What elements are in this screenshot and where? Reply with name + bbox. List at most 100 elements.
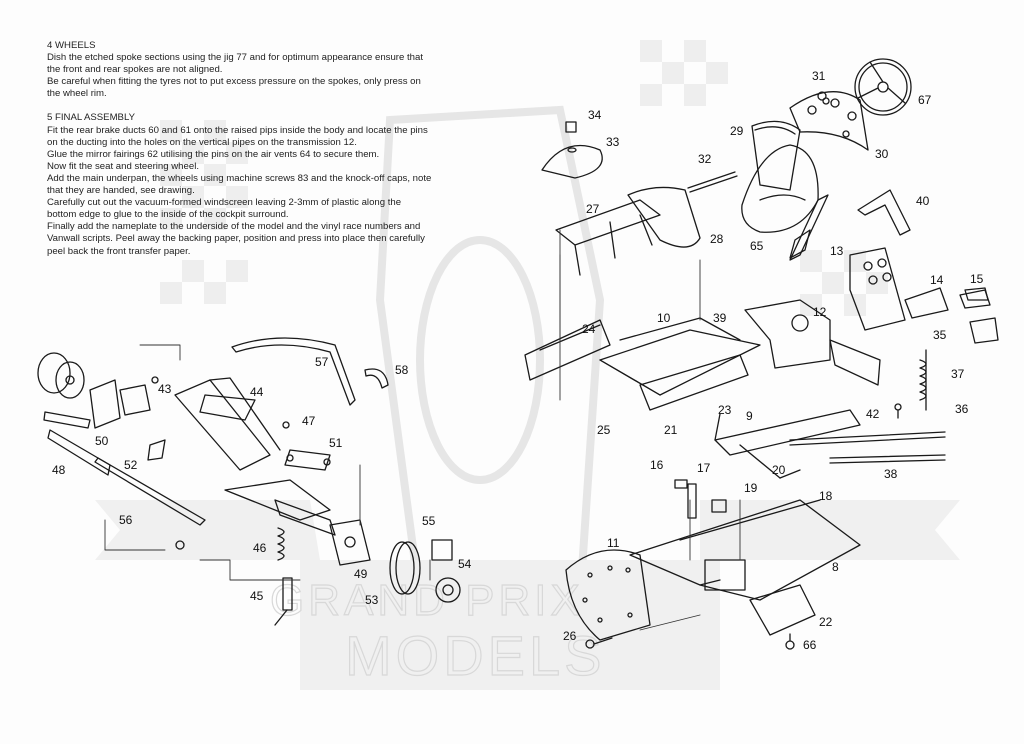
part-number: 20 bbox=[772, 463, 786, 477]
checkered-flag-left bbox=[160, 120, 248, 304]
part-number: 22 bbox=[819, 615, 833, 629]
part-number: 40 bbox=[916, 194, 930, 208]
part-number: 54 bbox=[458, 557, 472, 571]
rear-hub bbox=[969, 317, 999, 344]
rear-axle-arm bbox=[904, 287, 991, 319]
tail-cone bbox=[749, 584, 816, 636]
side-pod-left bbox=[524, 319, 611, 381]
section-4-line: Be careful when fitting the tyres not to… bbox=[47, 76, 421, 88]
part-number: 37 bbox=[951, 367, 965, 381]
banner-ribbon bbox=[95, 500, 960, 690]
part-number: 46 bbox=[253, 541, 267, 555]
part-number: 30 bbox=[875, 147, 889, 161]
part-number: 50 bbox=[95, 434, 109, 448]
floor-pan bbox=[629, 499, 861, 601]
section-5-line: Add the main underpan, the wheels using … bbox=[47, 172, 432, 184]
bracket-52 bbox=[147, 439, 166, 461]
bodywork-panel bbox=[627, 186, 701, 248]
part-number: 57 bbox=[315, 355, 329, 369]
rear-spring bbox=[919, 349, 927, 411]
radius-rod-upper bbox=[789, 431, 946, 446]
lower-wishbone bbox=[714, 409, 861, 479]
caliper-55 bbox=[431, 539, 453, 561]
watermark-line2: MODELS bbox=[345, 624, 606, 687]
upright-bracket bbox=[89, 379, 151, 429]
part-number: 67 bbox=[918, 93, 932, 107]
part-number: 31 bbox=[812, 69, 826, 83]
part-number: 39 bbox=[713, 311, 727, 325]
part-number: 25 bbox=[597, 423, 611, 437]
part-number: 34 bbox=[588, 108, 602, 122]
rollbar bbox=[857, 189, 911, 236]
mirror-stalk bbox=[687, 171, 738, 193]
part-number: 10 bbox=[657, 311, 671, 325]
part-number: 35 bbox=[933, 328, 947, 342]
section-4-title: 4 WHEELS bbox=[47, 40, 96, 51]
wishbone-51 bbox=[284, 449, 331, 471]
floor-tray bbox=[704, 559, 746, 591]
nose-cowl bbox=[565, 549, 651, 641]
part-number: 55 bbox=[422, 514, 436, 528]
part-number: 51 bbox=[329, 436, 343, 450]
section-4-line: Dish the etched spoke sections using the… bbox=[47, 52, 423, 64]
part-number: 38 bbox=[884, 467, 898, 481]
section-5-line: Now fit the seat and steering wheel. bbox=[47, 160, 199, 172]
part-number: 12 bbox=[813, 305, 827, 319]
part-number: 13 bbox=[830, 244, 844, 258]
part-number: 29 bbox=[730, 124, 744, 138]
part-number: 15 bbox=[970, 272, 984, 286]
part-number: 26 bbox=[563, 629, 577, 643]
section-5-title: 5 FINAL ASSEMBLY bbox=[47, 112, 135, 124]
part-number: 18 bbox=[819, 489, 833, 503]
top-link-57 bbox=[231, 337, 356, 406]
part-number: 45 bbox=[250, 589, 264, 603]
part-number: 27 bbox=[586, 202, 600, 216]
section-5-line: peel back the front transfer paper. bbox=[47, 245, 191, 257]
link-58 bbox=[364, 368, 389, 389]
part-number: 14 bbox=[930, 273, 944, 287]
part-number: 17 bbox=[697, 461, 711, 475]
part-number: 43 bbox=[158, 382, 172, 396]
spindle-49 bbox=[329, 519, 371, 566]
bracket-44 bbox=[199, 394, 256, 421]
part-number: 48 bbox=[52, 463, 66, 477]
transmission bbox=[744, 299, 881, 386]
assembly-guides bbox=[104, 229, 741, 631]
part-number: 53 bbox=[365, 593, 379, 607]
section-5-line: Carefully cut out the vacuum-formed wind… bbox=[47, 197, 402, 209]
shock-absorber bbox=[789, 194, 829, 261]
part-number: 23 bbox=[718, 403, 732, 417]
radius-rod-lower bbox=[829, 454, 946, 464]
bracket-15 bbox=[964, 287, 989, 301]
small-bracket-16 bbox=[674, 479, 688, 489]
part-number: 42 bbox=[866, 407, 880, 421]
side-pod-lower bbox=[639, 354, 749, 411]
section-5-line: Finally add the nameplate to the undersi… bbox=[47, 221, 421, 233]
part-number: 36 bbox=[955, 402, 969, 416]
lower-arms bbox=[224, 479, 336, 536]
rear-bulkhead bbox=[849, 247, 906, 331]
roll-frame bbox=[555, 199, 661, 276]
steering-rack bbox=[94, 457, 206, 550]
small-nut-47 bbox=[282, 421, 290, 429]
part-number: 58 bbox=[395, 363, 409, 377]
small-nut-43 bbox=[151, 376, 159, 384]
front-spring-46 bbox=[277, 527, 285, 561]
screw-66 bbox=[785, 633, 795, 650]
cockpit-surround bbox=[751, 120, 801, 191]
damper-45 bbox=[274, 577, 293, 626]
windscreen-cap bbox=[541, 121, 603, 179]
gear-54 bbox=[435, 577, 461, 603]
part-number: 56 bbox=[119, 513, 133, 527]
part-number: 49 bbox=[354, 567, 368, 581]
checkered-flag-right bbox=[640, 40, 888, 316]
part-number: 65 bbox=[750, 239, 764, 253]
part-number: 47 bbox=[302, 414, 316, 428]
screw bbox=[894, 403, 902, 419]
part-number: 44 bbox=[250, 385, 264, 399]
front-drum bbox=[37, 352, 85, 399]
part-number: 52 bbox=[124, 458, 138, 472]
